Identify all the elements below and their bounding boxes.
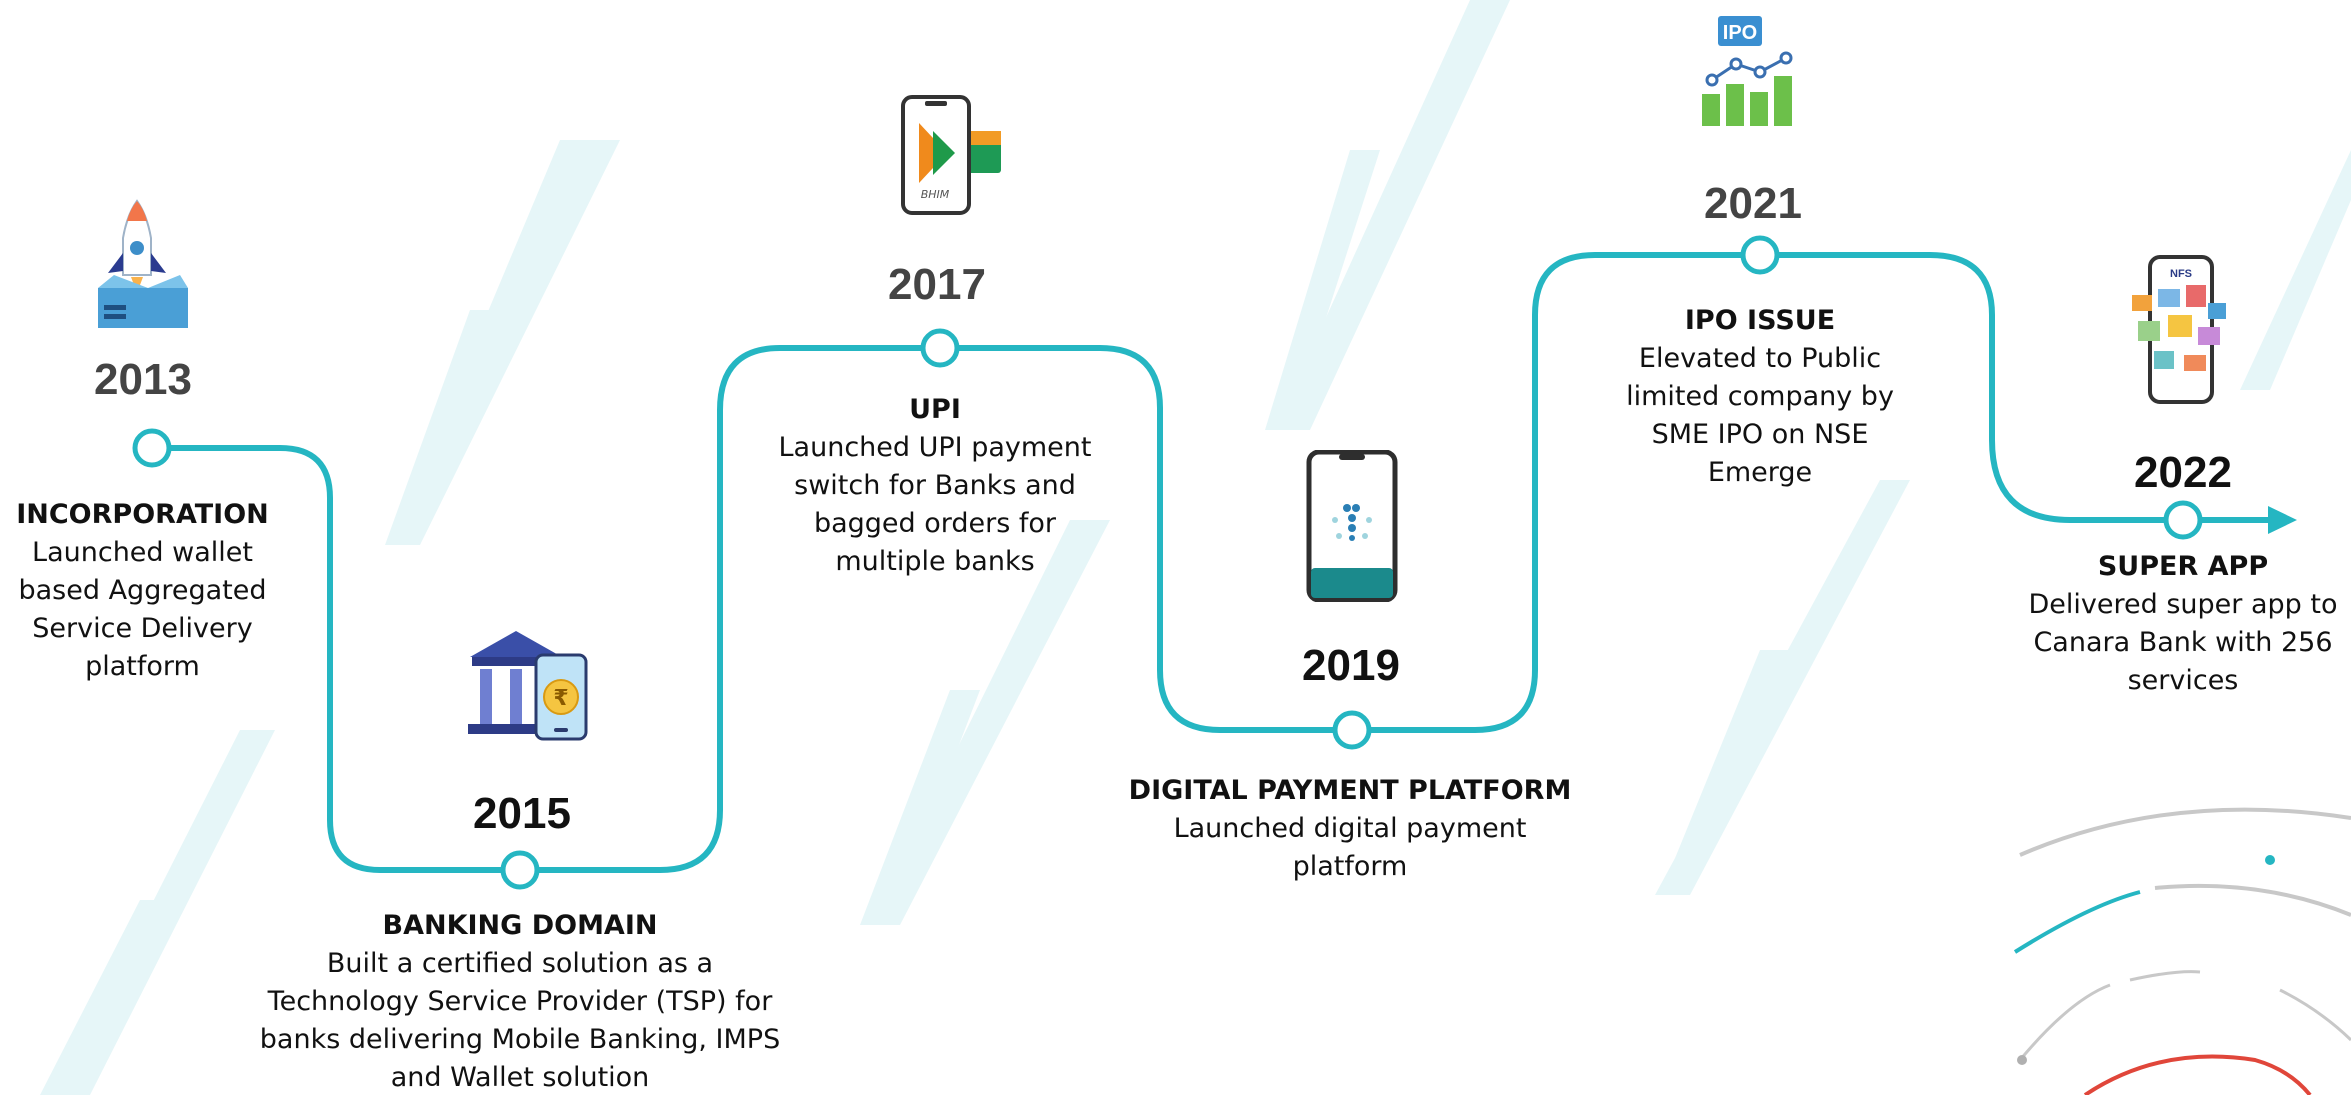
svg-text:NFS: NFS	[2170, 268, 2192, 280]
year-label-2022: 2022	[2134, 448, 2232, 497]
node-2019	[1332, 710, 1372, 750]
milestone-2022: SUPER APP Delivered super app to Canara …	[2015, 548, 2351, 700]
bank-phone-icon: ₹	[468, 631, 588, 741]
milestone-desc-line: based Aggregated	[18, 575, 267, 606]
milestone-title: UPI	[909, 394, 961, 425]
milestone-desc-line: Launched digital payment	[1173, 813, 1527, 844]
milestone-2017: UPI Launched UPI payment switch for Bank…	[735, 391, 1135, 581]
milestone-desc-line: Launched wallet	[32, 537, 253, 568]
milestone-title: INCORPORATION	[16, 499, 269, 530]
node-2017	[920, 328, 960, 368]
milestone-desc-line: Built a certified solution as a	[326, 948, 714, 979]
milestone-desc-line: limited company by	[1626, 381, 1894, 412]
milestone-title: IPO ISSUE	[1684, 305, 1836, 336]
milestone-title: BANKING DOMAIN	[382, 910, 658, 941]
milestone-desc-line: Service Delivery	[32, 613, 253, 644]
smartphone-icon	[1306, 450, 1398, 602]
milestone-desc-line: Delivered super app to	[2028, 589, 2338, 620]
milestone-2021: IPO ISSUE Elevated to Public limited com…	[1580, 302, 1940, 492]
milestone-desc-line: bagged orders for	[813, 508, 1057, 539]
milestone-desc-line: banks delivering Mobile Banking, IMPS	[259, 1024, 781, 1055]
svg-text:₹: ₹	[553, 686, 568, 711]
svg-text:BHIM: BHIM	[921, 188, 950, 201]
milestone-desc-line: services	[2127, 665, 2239, 696]
bhim-phone-icon: BHIM	[901, 95, 1001, 215]
milestone-2015: BANKING DOMAIN Built a certified solutio…	[200, 907, 840, 1097]
milestone-2019: DIGITAL PAYMENT PLATFORM Launched digita…	[1100, 772, 1600, 886]
milestone-desc-line: Canara Bank with 256	[2033, 627, 2333, 658]
milestone-title: SUPER APP	[2097, 551, 2269, 582]
milestone-desc-line: switch for Banks and	[794, 470, 1076, 501]
milestone-desc-line: Technology Service Provider (TSP) for	[267, 986, 773, 1017]
node-2013	[132, 428, 172, 468]
milestone-desc-line: Emerge	[1707, 457, 1813, 488]
node-2015	[500, 850, 540, 890]
super-app-phone-icon: NFS	[2132, 255, 2226, 404]
milestone-desc-line: platform	[1292, 851, 1408, 882]
arrow-head-icon	[2268, 506, 2297, 534]
milestone-desc-line: SME IPO on NSE	[1651, 419, 1869, 450]
milestone-desc-line: Elevated to Public	[1638, 343, 1882, 374]
milestone-title: DIGITAL PAYMENT PLATFORM	[1128, 775, 1572, 806]
milestone-desc-line: multiple banks	[835, 546, 1035, 577]
svg-text:IPO: IPO	[1723, 22, 1757, 44]
node-2021	[1740, 235, 1780, 275]
milestone-desc-line: and Wallet solution	[390, 1062, 650, 1093]
year-label-2017: 2017	[888, 260, 986, 309]
year-label-2013: 2013	[94, 355, 192, 404]
node-2022	[2163, 500, 2203, 540]
ipo-chart-icon: IPO	[1702, 16, 1793, 126]
milestone-2013: INCORPORATION Launched wallet based Aggr…	[0, 496, 285, 686]
milestone-desc-line: platform	[85, 651, 200, 682]
rocket-box-icon	[98, 199, 188, 328]
year-label-2019: 2019	[1302, 641, 1400, 690]
milestone-desc-line: Launched UPI payment	[778, 432, 1092, 463]
year-label-2015: 2015	[473, 789, 571, 838]
year-label-2021: 2021	[1704, 179, 1802, 228]
